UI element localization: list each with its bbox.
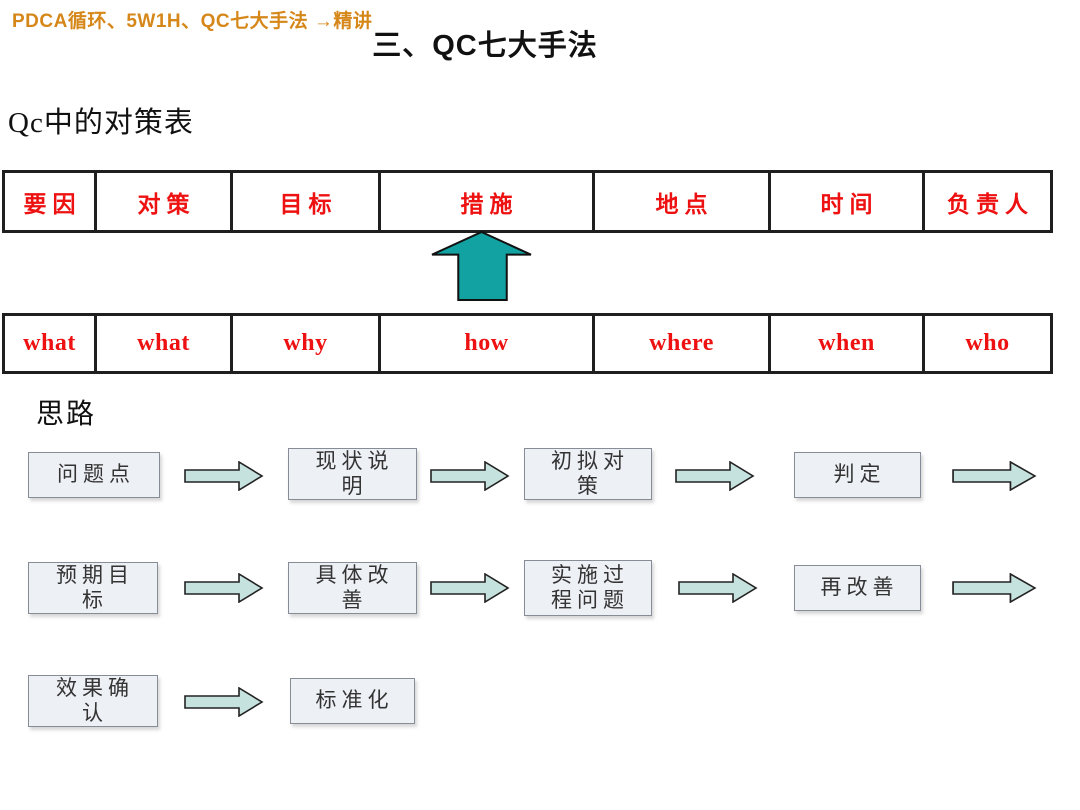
table-cell-countermeasure: 对策 [97,173,233,230]
table-cell-measure: 措施 [381,173,595,230]
page-title: 三、QC七大手法 [372,30,598,62]
factor-row: 要因 对策 目标 措施 地点 时间 负责人 [2,170,1053,233]
right-arrow-icon [675,461,755,491]
table-cell-person: 负责人 [947,191,1034,217]
flow-heading: 思路 [36,399,97,430]
question-row: what what why how where when who [2,313,1053,374]
flow-box-improve: 具体改 善 [288,562,417,614]
table-cell-what1: what [5,316,97,371]
right-arrow-icon [184,461,264,491]
flow-box-implement: 实施过 程问题 [524,560,652,616]
table-cell-time: 时间 [771,173,925,230]
table-cell-place: 地点 [595,173,771,230]
block-arrow-up-icon [431,231,532,302]
table-cell-where: where [595,316,771,371]
flow-box-problem: 问题点 [28,452,160,498]
right-arrow-icon [430,461,510,491]
table-cell-why: why [233,316,381,371]
flow-box-standardize: 标准化 [290,678,415,724]
right-arrow-icon [430,573,510,603]
flow-box-judge: 判定 [794,452,921,498]
countermeasure-table-heading: Qc中的对策表 [8,107,194,139]
flow-box-status: 现状说 明 [288,448,417,500]
right-arrow-icon [952,573,1037,603]
right-arrow-icon [952,461,1037,491]
flow-box-reimprove: 再改善 [794,565,921,611]
right-arrow-icon [678,573,758,603]
flow-box-target: 预期目 标 [28,562,158,614]
table-cell-what2: what [97,316,233,371]
table-cell-how: how [381,316,595,371]
flow-box-draft: 初拟对 策 [524,448,652,500]
right-arrow-icon [184,687,264,717]
breadcrumb: PDCA循环、5W1H、QC七大手法 →精讲 [12,11,373,32]
table-cell-when: when [771,316,925,371]
right-arrow-icon [184,573,264,603]
table-cell-who: who [965,330,1010,356]
table-cell-goal: 目标 [233,173,381,230]
flow-box-confirm: 效果确 认 [28,675,158,727]
table-cell-factor: 要因 [5,173,97,230]
